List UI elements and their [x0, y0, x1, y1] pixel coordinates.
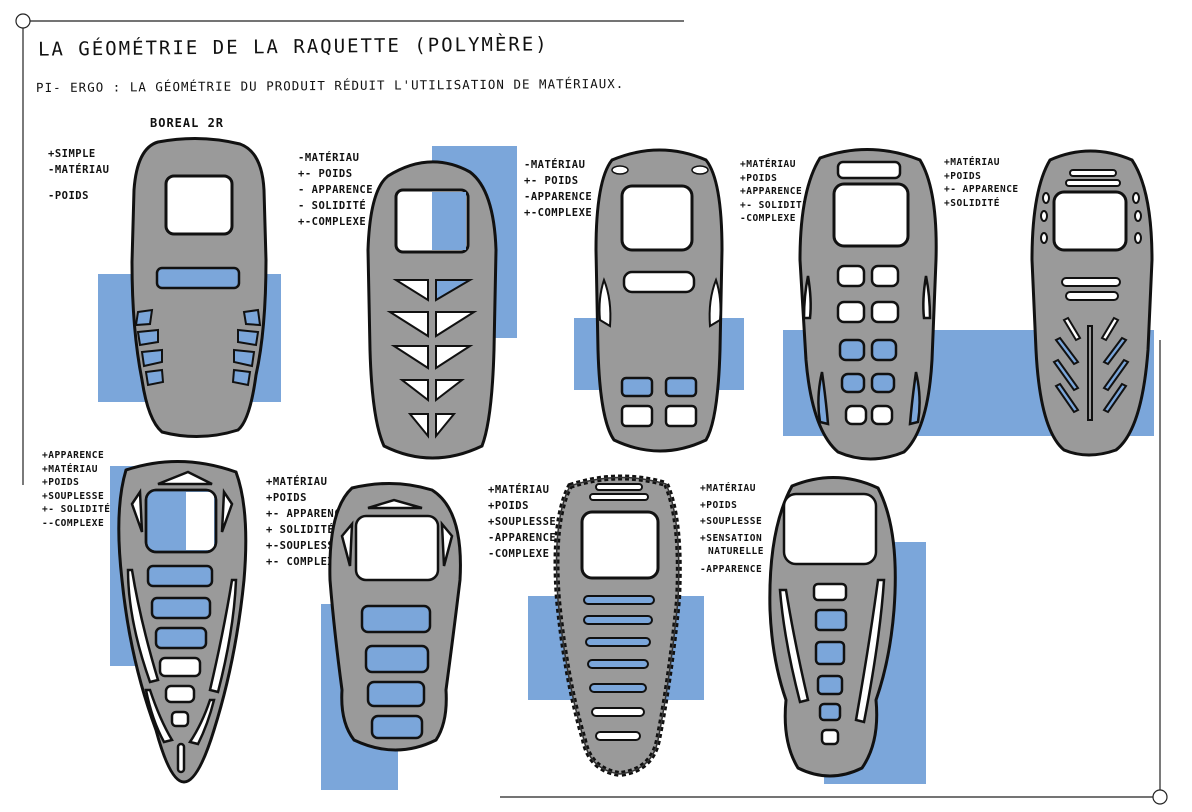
sole-design-9	[768, 476, 897, 778]
sole-design-8	[553, 474, 682, 778]
note: -POIDS	[48, 190, 89, 202]
note: +MATÉRIAU	[266, 476, 328, 488]
design-6-notes: +APPARENCE +MATÉRIAU +POIDS +SOUPLESSE +…	[42, 449, 110, 530]
note: +- COMPLEXE	[266, 556, 342, 568]
design-1-notes: +SIMPLE -MATÉRIAU -POIDS	[48, 146, 109, 204]
note: -COMPLEXE	[488, 548, 550, 560]
note: +SOUPLESSE	[700, 516, 763, 527]
note: +MATÉRIAU	[700, 483, 756, 494]
sole-design-3	[594, 148, 724, 453]
note: +MATÉRIAU	[740, 159, 796, 170]
note: +POIDS	[944, 170, 982, 182]
note: -MATÉRIAU	[524, 159, 586, 171]
note: +-COMPLEXE	[524, 207, 593, 219]
note: +SOUPLESSE	[488, 516, 557, 528]
note: +SOUPLESSE	[42, 490, 105, 502]
note: NATURELLE	[708, 546, 764, 557]
note: -MATÉRIAU	[48, 164, 110, 176]
note: -APPARENCE	[700, 563, 763, 575]
note: +- SOLIDITÉ	[42, 504, 111, 515]
note: +-COMPLEXE	[298, 216, 367, 228]
note: +- SOLIDITÉ	[740, 199, 809, 211]
note: +APPARENCE	[42, 450, 105, 461]
design-4-notes: +MATÉRIAU +POIDS +APPARENCE +- SOLIDITÉ …	[740, 158, 808, 226]
note: -MATÉRIAU	[298, 152, 360, 164]
note: +MATÉRIAU	[944, 157, 1000, 168]
note: -COMPLEXE	[740, 213, 796, 224]
note: +SIMPLE	[48, 148, 96, 160]
note: +SOLIDITÉ	[944, 197, 1000, 209]
sole-design-5	[1030, 149, 1154, 457]
note: +MATÉRIAU	[42, 463, 98, 475]
sole-design-7	[328, 482, 462, 752]
sole-design-2	[366, 160, 498, 460]
note: --COMPLEXE	[42, 517, 105, 529]
page-frame	[15, 13, 1168, 805]
note: +- POIDS	[524, 175, 579, 187]
note: +- APPARENCE	[944, 184, 1019, 195]
note: +APPARENCE	[740, 186, 803, 197]
design-5-notes: +MATÉRIAU +POIDS +- APPARENCE +SOLIDITÉ	[944, 156, 1019, 210]
note: +-SOUPLESSE	[266, 540, 342, 552]
design-3-notes: -MATÉRIAU +- POIDS -APPARENCE +-COMPLEXE	[524, 157, 592, 221]
note: +POIDS	[740, 172, 778, 184]
note: +SENSATION	[700, 532, 763, 544]
design-1-label: BOREAL 2R	[150, 116, 225, 130]
note: - SOLIDITÉ	[298, 200, 367, 212]
design-8-notes: +MATÉRIAU +POIDS +SOUPLESSE -APPARENCE -…	[488, 482, 556, 562]
note: - APPARENCE	[298, 184, 374, 196]
sole-design-4	[798, 147, 938, 461]
note: -APPARENCE	[524, 191, 593, 203]
note: -APPARENCE	[488, 532, 557, 544]
note: +POIDS	[42, 477, 80, 488]
note: +- POIDS	[298, 168, 353, 180]
design-7-notes: +MATÉRIAU +POIDS +- APPARENCE + SOLIDITÉ…	[266, 474, 348, 570]
note: +MATÉRIAU	[488, 484, 550, 496]
note: + SOLIDITÉ	[266, 524, 335, 536]
note: +POIDS	[700, 499, 738, 511]
sole-design-6	[117, 459, 248, 784]
sole-design-1	[130, 136, 268, 439]
note: +POIDS	[266, 492, 307, 504]
design-9-notes: +MATÉRIAU +POIDS +SOUPLESSE +SENSATION N…	[700, 482, 764, 576]
design-2-notes: -MATÉRIAU +- POIDS - APPARENCE - SOLIDIT…	[298, 150, 373, 230]
note: +POIDS	[488, 500, 529, 512]
note: +- APPARENCE	[266, 508, 348, 520]
